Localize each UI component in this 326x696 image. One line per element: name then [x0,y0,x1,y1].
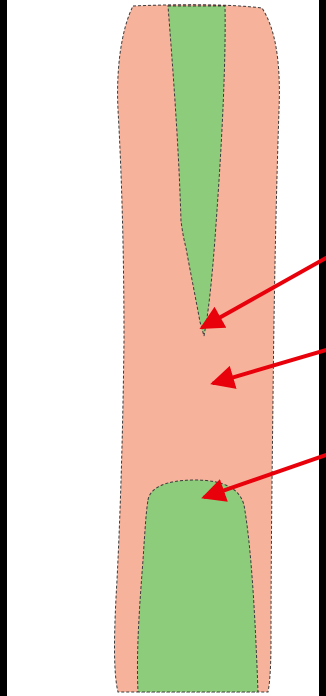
lower-green-region [137,480,258,692]
